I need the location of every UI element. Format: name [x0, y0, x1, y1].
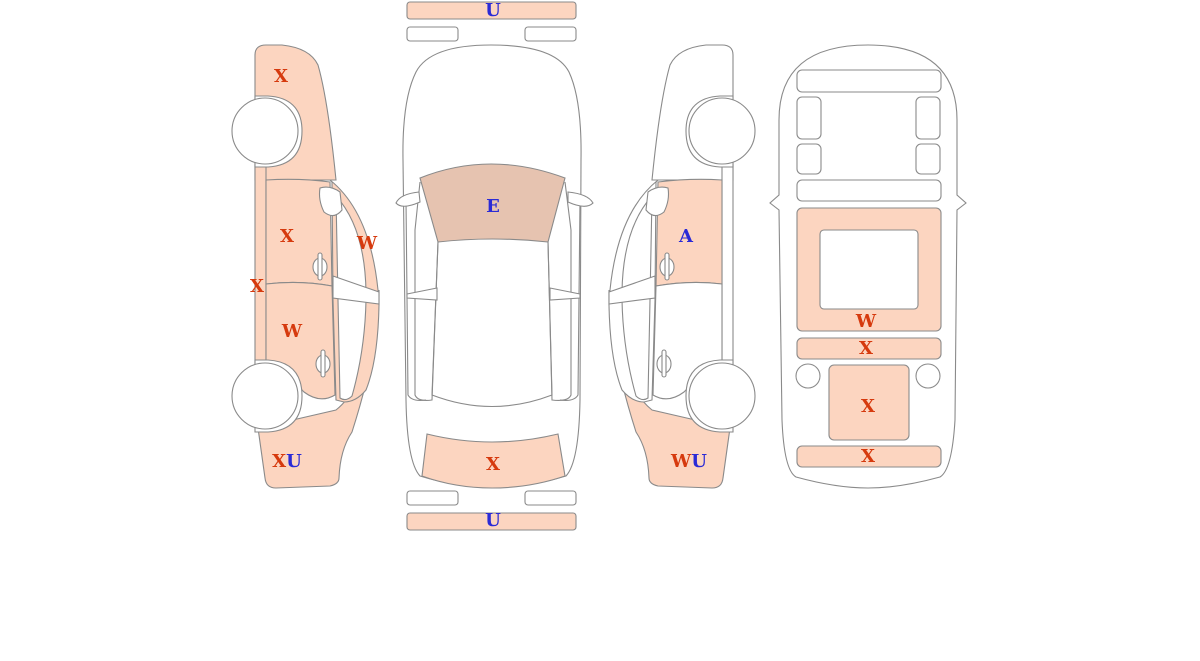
left-rear-mount	[795, 363, 821, 389]
rear-right-light	[524, 490, 577, 506]
right-front-rail	[915, 96, 941, 140]
damage-code-letter: U	[691, 451, 707, 472]
code-cross-member: X	[859, 338, 873, 359]
dash-cross-member	[796, 179, 942, 202]
top-view	[395, 1, 594, 531]
front-cross-member	[796, 69, 942, 93]
damage-code-letter: W	[855, 311, 877, 332]
rear-left-light	[406, 490, 459, 506]
damage-code-letter: X	[272, 451, 286, 472]
damage-codes: X X X W W XU U E X U A WU W X X X	[250, 0, 877, 531]
code-rear-bumper: U	[485, 510, 501, 531]
right-front-wheel	[688, 97, 756, 165]
code-trunk-floor: X	[861, 396, 875, 417]
damage-code-letter: X	[250, 276, 264, 297]
code-left-front-fender: X	[274, 66, 288, 87]
damage-code-letter: W	[281, 321, 303, 342]
right-pillar	[608, 275, 656, 305]
top-right-pillar	[549, 287, 581, 301]
damage-code-letter: X	[861, 446, 875, 467]
top-right-mirror-icon	[567, 191, 594, 207]
rear-panel[interactable]	[796, 445, 942, 468]
left-front-wheel	[231, 97, 299, 165]
damage-code-letter: U	[485, 510, 501, 531]
right-rear-wheel	[688, 362, 756, 430]
code-left-rocker: X	[250, 276, 264, 297]
damage-code-letter: U	[286, 451, 302, 472]
damage-code-letter: X	[861, 396, 875, 417]
car-body-top[interactable]	[402, 44, 582, 488]
left-mirror-icon	[318, 186, 343, 217]
code-right-rear-quarter: WU	[670, 451, 707, 472]
left-rear-door-handle-icon	[315, 349, 331, 378]
trunk-lid-panel[interactable]	[421, 433, 566, 489]
windshield-panel[interactable]	[419, 163, 566, 243]
code-left-front-door: X	[280, 226, 294, 247]
underbody-view	[769, 44, 967, 489]
left-front-rail	[796, 96, 822, 140]
front-left-light	[406, 26, 459, 42]
damage-code-letter: X	[486, 454, 500, 475]
damage-code-letter: X	[280, 226, 294, 247]
rear-bumper-panel[interactable]	[406, 512, 577, 531]
code-right-front-door: A	[678, 226, 694, 247]
left-rocker-panel[interactable]	[254, 164, 267, 366]
floor-inner-panel	[819, 229, 919, 310]
left-rear-wheel	[231, 362, 299, 430]
right-front-mount	[915, 143, 941, 175]
code-left-rear-quarter: XU	[272, 451, 302, 472]
cross-member-panel[interactable]	[796, 337, 942, 360]
code-floor-panel: W	[855, 311, 877, 332]
right-front-door-handle-icon	[659, 252, 675, 281]
damage-code-letter: X	[859, 338, 873, 359]
code-front-bumper: U	[485, 0, 501, 21]
roof-line	[431, 241, 553, 408]
code-trunk-lid: X	[486, 454, 500, 475]
right-rear-mount	[915, 363, 941, 389]
right-body-line	[547, 181, 572, 401]
left-side-view	[231, 44, 380, 489]
trunk-floor-panel[interactable]	[828, 364, 910, 441]
front-right-light	[524, 26, 577, 42]
top-left-mirror-icon	[395, 191, 421, 207]
code-windshield: E	[486, 196, 500, 217]
damage-code-letter: X	[274, 66, 288, 87]
right-outer-line	[559, 199, 581, 401]
right-mirror-icon	[645, 186, 670, 217]
top-left-pillar	[406, 287, 438, 301]
left-outer-line	[405, 199, 427, 401]
damage-code-letter: W	[356, 233, 378, 254]
left-front-door-handle-icon	[312, 252, 328, 281]
right-rear-door-handle-icon	[656, 349, 672, 378]
damage-code-letter: W	[670, 451, 692, 472]
left-front-mount	[796, 143, 822, 175]
left-pillar	[332, 275, 380, 305]
damage-code-letter: U	[485, 0, 501, 21]
front-bumper-panel[interactable]	[406, 1, 577, 20]
right-rocker-panel[interactable]	[721, 164, 734, 366]
right-side-view	[608, 44, 756, 489]
damage-code-letter: E	[486, 196, 500, 217]
code-left-rear-door: W	[281, 321, 303, 342]
left-body-line	[414, 181, 439, 401]
damage-code-letter: A	[678, 226, 694, 247]
code-rear-panel: X	[861, 446, 875, 467]
code-left-front-window: W	[356, 233, 378, 254]
